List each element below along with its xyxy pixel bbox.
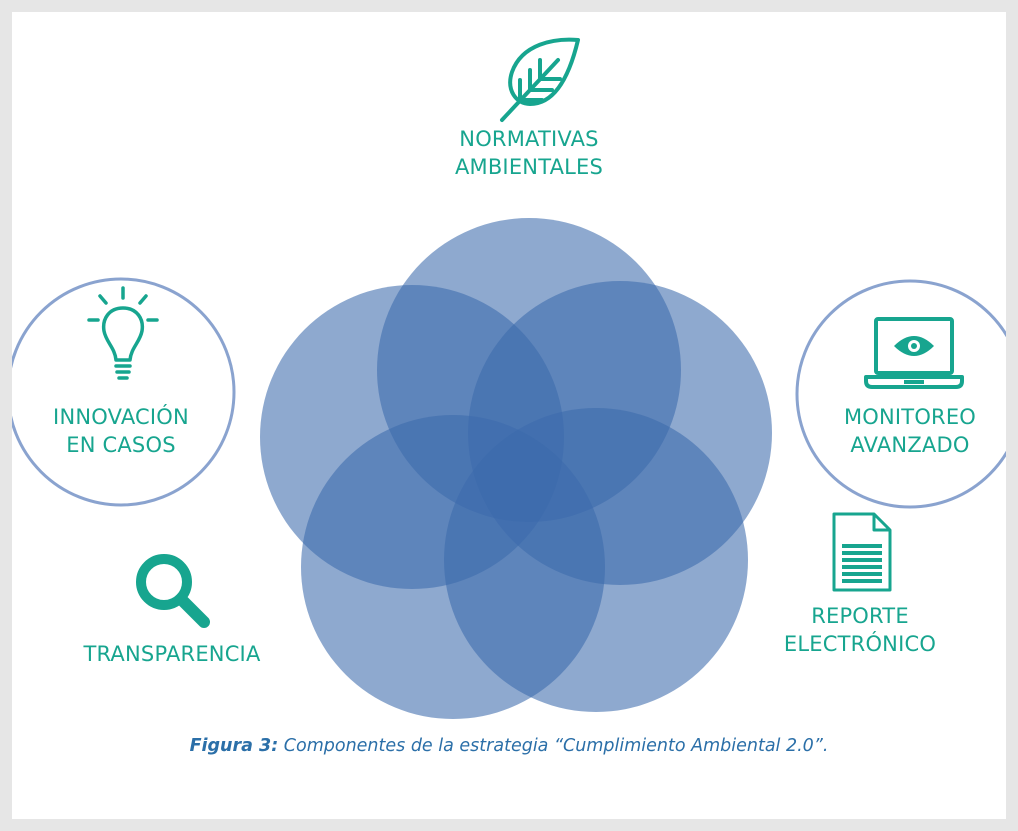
figure-caption-text: Componentes de la estrategia “Cumplimien… — [278, 736, 829, 756]
leaf-icon — [500, 37, 580, 122]
label-innovacion-line-1: INNOVACIÓN — [53, 405, 189, 429]
label-normativas-line-2: AMBIENTALES — [454, 155, 604, 179]
label-transparencia-line-1: TRANSPARENCIA — [83, 642, 261, 666]
label-innovacion: INNOVACIÓN EN CASOS — [21, 403, 221, 459]
figure-frame: NORMATIVAS AMBIENTALES INNOVACIÓN EN CAS… — [12, 12, 1006, 819]
label-monitoreo: MONITOREO AVANZADO — [810, 403, 1006, 459]
document-icon — [832, 512, 892, 592]
label-reporte-line-1: REPORTE — [811, 604, 909, 628]
figure-caption: Figura 3: Componentes de la estrategia “… — [12, 736, 1006, 756]
figure-caption-prefix: Figura 3: — [189, 736, 279, 756]
monitoreo-highlight-ring — [795, 279, 1006, 509]
label-normativas-line-1: NORMATIVAS — [459, 127, 599, 151]
venn-diagram — [12, 218, 1006, 719]
magnifier-icon — [136, 554, 210, 628]
label-monitoreo-line-1: MONITOREO — [843, 405, 977, 429]
lightbulb-icon — [87, 286, 159, 380]
label-normativas: NORMATIVAS AMBIENTALES — [429, 125, 629, 181]
innovacion-highlight-ring — [12, 277, 236, 507]
laptop-eye-icon — [864, 317, 964, 389]
label-innovacion-line-2: EN CASOS — [66, 433, 176, 457]
label-monitoreo-line-2: AVANZADO — [850, 433, 970, 457]
venn-circle-innovacion — [260, 285, 564, 589]
label-reporte: REPORTE ELECTRÓNICO — [760, 602, 960, 658]
label-transparencia: TRANSPARENCIA — [52, 640, 292, 668]
label-reporte-line-2: ELECTRÓNICO — [783, 632, 937, 656]
